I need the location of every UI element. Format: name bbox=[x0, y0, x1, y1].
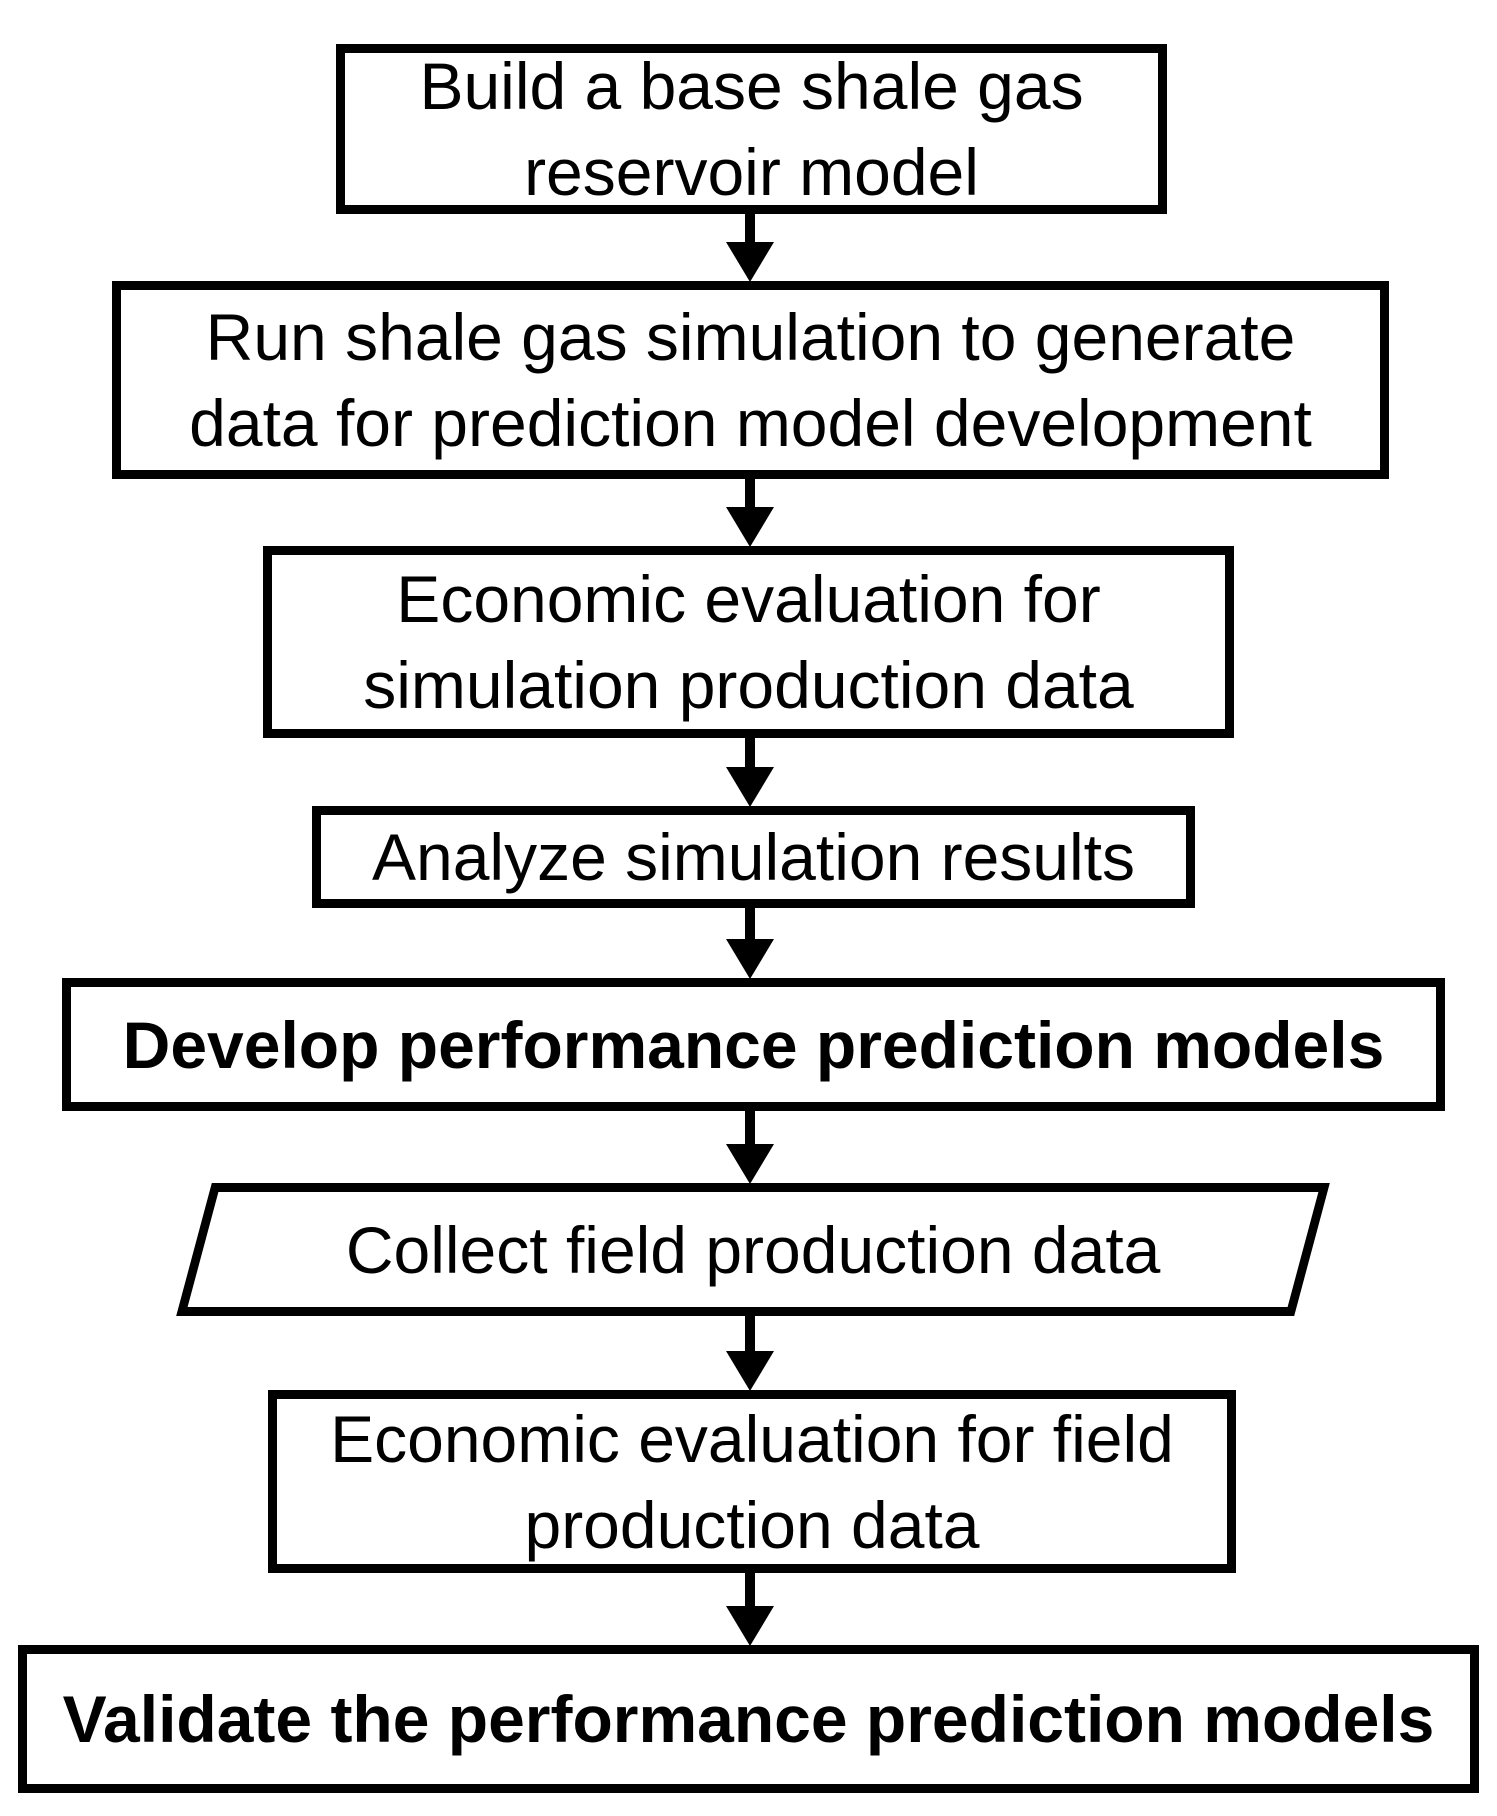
flow-connector-6-7 bbox=[726, 1314, 774, 1391]
node-develop-prediction-models: Develop performance prediction models bbox=[62, 978, 1445, 1111]
node-validate-prediction-models: Validate the performance prediction mode… bbox=[18, 1645, 1479, 1793]
node-label-line: simulation production data bbox=[363, 648, 1134, 722]
arrow-head-down-icon bbox=[726, 507, 774, 547]
node-label-line: Collect field production data bbox=[345, 1212, 1161, 1287]
arrow-shaft bbox=[745, 477, 755, 507]
node-label-line: Economic evaluation for field bbox=[330, 1401, 1174, 1476]
flow-connector-4-5 bbox=[726, 906, 774, 979]
arrow-shaft bbox=[745, 1109, 755, 1144]
arrow-shaft bbox=[745, 736, 755, 767]
node-economic-evaluation-field: Economic evaluation for field production… bbox=[268, 1390, 1236, 1573]
flow-connector-2-3 bbox=[726, 477, 774, 547]
arrow-shaft bbox=[745, 212, 755, 242]
node-run-simulation-generate-data: Run shale gas simulation to generate dat… bbox=[112, 281, 1389, 479]
node-label-line: Run shale gas simulation to generate bbox=[205, 300, 1296, 374]
node-analyze-simulation-results: Analyze simulation results bbox=[312, 806, 1195, 908]
node-label-line: data for prediction model development bbox=[189, 386, 1312, 460]
arrow-head-down-icon bbox=[726, 1351, 774, 1391]
arrow-shaft bbox=[745, 1314, 755, 1351]
flow-connector-1-2 bbox=[726, 212, 774, 282]
node-collect-field-production-data: Collect field production data bbox=[176, 1183, 1330, 1316]
node-label-line: Develop performance prediction models bbox=[122, 1007, 1385, 1082]
node-label-line: Build a base shale gas bbox=[419, 49, 1084, 123]
arrow-head-down-icon bbox=[726, 1144, 774, 1184]
arrow-head-down-icon bbox=[726, 1606, 774, 1646]
flow-connector-7-8 bbox=[726, 1571, 774, 1646]
node-label-line: reservoir model bbox=[524, 135, 979, 209]
node-build-base-reservoir-model: Build a base shale gas reservoir model bbox=[336, 44, 1167, 214]
arrow-shaft bbox=[745, 906, 755, 939]
flow-connector-3-4 bbox=[726, 736, 774, 807]
node-label-line: Economic evaluation for bbox=[396, 562, 1101, 636]
arrow-shaft bbox=[745, 1571, 755, 1606]
arrow-head-down-icon bbox=[726, 767, 774, 807]
arrow-head-down-icon bbox=[726, 939, 774, 979]
node-label-line: production data bbox=[524, 1487, 980, 1562]
node-label-line: Analyze simulation results bbox=[372, 820, 1135, 894]
node-label-line: Validate the performance prediction mode… bbox=[62, 1682, 1435, 1756]
arrow-head-down-icon bbox=[726, 242, 774, 282]
node-economic-evaluation-simulation: Economic evaluation for simulation produ… bbox=[263, 546, 1234, 738]
flow-connector-5-6 bbox=[726, 1109, 774, 1184]
